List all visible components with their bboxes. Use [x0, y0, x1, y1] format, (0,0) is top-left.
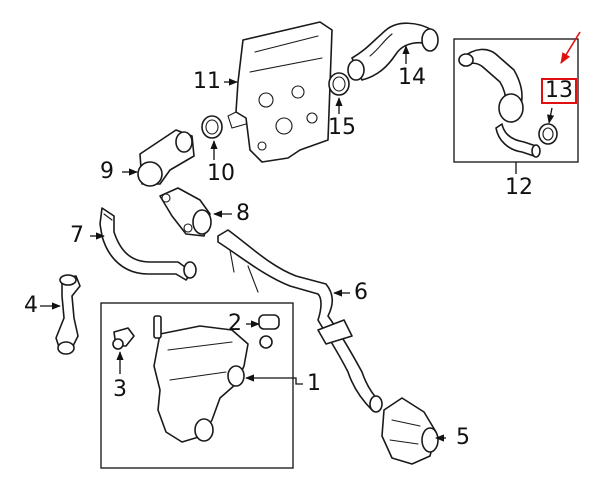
callout-14: 14 [398, 65, 426, 90]
callout-8: 8 [236, 201, 250, 226]
fitting-5-part [381, 397, 439, 465]
callout-7: 7 [70, 223, 84, 248]
highlight-arrow [560, 31, 581, 64]
callout-12: 12 [505, 175, 533, 200]
fitting-8-part [159, 187, 212, 237]
thermostat-assembly-part [153, 315, 249, 443]
sensor-3-part [112, 327, 135, 350]
gasket-2-part [258, 314, 280, 349]
callout-15: 15 [328, 115, 356, 140]
coolant-pipe-6-part [217, 229, 383, 413]
leader-lines [40, 31, 581, 442]
callout-10: 10 [207, 161, 235, 186]
small-hose-7-part [99, 207, 197, 281]
upper-hose-part [347, 22, 439, 81]
o-ring-15-part [328, 72, 350, 96]
callout-4: 4 [24, 293, 38, 318]
callout-6: 6 [354, 280, 368, 305]
callout-3: 3 [113, 377, 127, 402]
hose-4-part [55, 274, 81, 355]
callout-5: 5 [456, 425, 470, 450]
callout-11: 11 [193, 69, 221, 94]
callout-9: 9 [100, 159, 114, 184]
engine-cover-part [227, 21, 333, 163]
hose-12-part [458, 48, 541, 158]
outlet-housing-part [137, 129, 195, 187]
o-ring-10-part [201, 115, 223, 139]
callout-13-highlighted: 13 [541, 78, 577, 104]
o-ring-13-part [538, 123, 558, 145]
callout-2: 2 [228, 311, 242, 336]
thermostat-detail-box [100, 302, 294, 469]
callout-1: 1 [307, 371, 321, 396]
